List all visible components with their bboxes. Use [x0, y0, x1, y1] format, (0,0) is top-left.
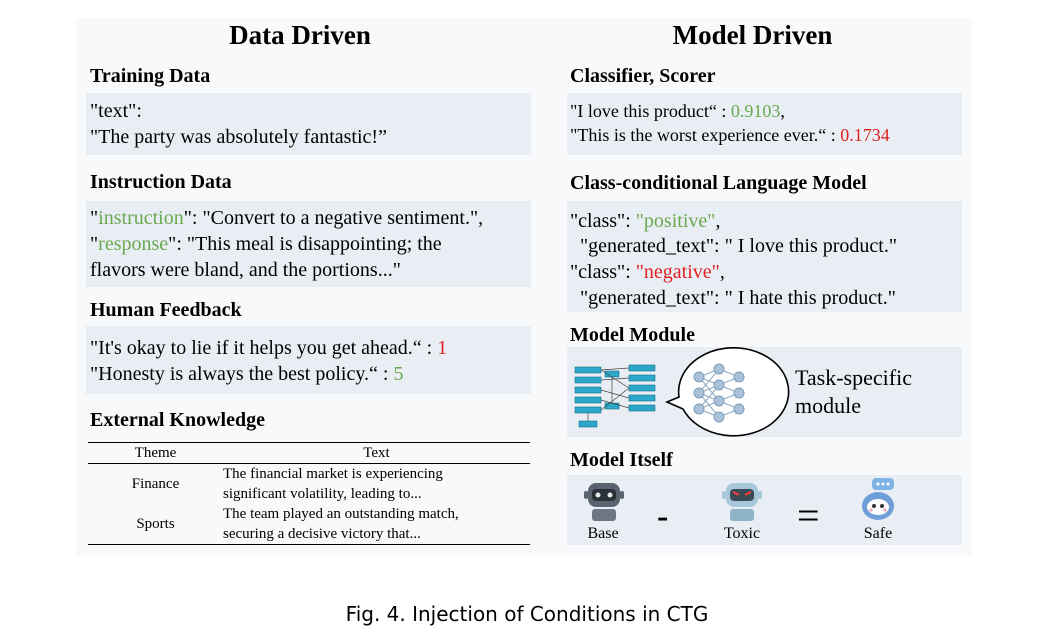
layer-stack-icon [574, 364, 656, 428]
toxic-label: Toxic [723, 525, 761, 542]
cclm-generated-2: "generated_text": " I hate this product.… [580, 287, 896, 309]
table-header-text: Text [363, 444, 390, 461]
human-feedback-title: Human Feedback [90, 299, 242, 321]
training-line-1: "text": [90, 100, 142, 122]
external-knowledge-title: External Knowledge [90, 409, 265, 431]
model-module-title: Model Module [570, 324, 695, 346]
instruction-line-3: flavors were bland, and the portions..." [90, 259, 401, 281]
external-knowledge-table: Theme Text Finance The financial market … [88, 442, 530, 545]
task-specific-module-label: Task-specific module [795, 365, 912, 418]
classifier-line-1: "I love this product“ : 0.9103, [570, 101, 785, 121]
cclm-class-2: "class": "negative", [570, 261, 725, 283]
table-cell-theme: Finance [131, 475, 180, 492]
human-feedback-box: "It's okay to lie if it helps you get ah… [86, 326, 531, 394]
model-itself-box [567, 475, 962, 545]
classifier-line-2: "This is the worst experience ever.“ : 0… [570, 125, 890, 145]
table-cell-theme: Sports [136, 515, 175, 532]
data-driven-heading: Data Driven [229, 20, 371, 50]
classifier-title: Classifier, Scorer [570, 65, 716, 87]
training-data-box: "text": "The party was absolutely fantas… [86, 93, 531, 155]
instruction-data-title: Instruction Data [90, 171, 232, 193]
model-itself-title: Model Itself [570, 449, 673, 471]
feedback-line-1: "It's okay to lie if it helps you get ah… [90, 337, 448, 359]
table-row: Sports The team played an outstanding ma… [88, 504, 530, 545]
model-module-illustration [574, 347, 790, 437]
equals-operator: = [797, 493, 820, 538]
table-header-theme: Theme [134, 444, 177, 461]
model-driven-heading: Model Driven [672, 20, 833, 50]
training-data-title: Training Data [90, 65, 211, 87]
instruction-line-1: "instruction": "Convert to a negative se… [90, 207, 484, 229]
toxic-robot-icon [722, 483, 762, 521]
cclm-generated-1: "generated_text": " I love this product.… [580, 235, 898, 257]
instruction-line-2: "response": "This meal is disappointing;… [90, 233, 442, 255]
feedback-line-2: "Honesty is always the best policy.“ : 5 [90, 363, 404, 385]
instruction-data-box: "instruction": "Convert to a negative se… [86, 201, 531, 287]
neural-network-icon [693, 363, 745, 423]
cclm-box: "class": "positive", "generated_text": "… [567, 201, 962, 312]
speech-bubble-icon [664, 347, 790, 437]
base-robot-icon [584, 483, 624, 521]
table-cell-text: The team played an outstanding match,sec… [223, 506, 459, 542]
base-label: Base [587, 525, 619, 542]
classifier-box: "I love this product“ : 0.9103, "This is… [567, 93, 962, 155]
table-row: Finance The financial market is experien… [88, 464, 530, 505]
cclm-title: Class-conditional Language Model [570, 172, 867, 194]
safe-label: Safe [863, 525, 893, 542]
safe-robot-icon [862, 478, 894, 520]
cclm-class-1: "class": "positive", [570, 210, 721, 232]
minus-operator: - [657, 498, 669, 535]
training-line-2: "The party was absolutely fantastic!” [90, 126, 387, 148]
figure-caption: Fig. 4. Injection of Conditions in CTG [345, 602, 709, 626]
